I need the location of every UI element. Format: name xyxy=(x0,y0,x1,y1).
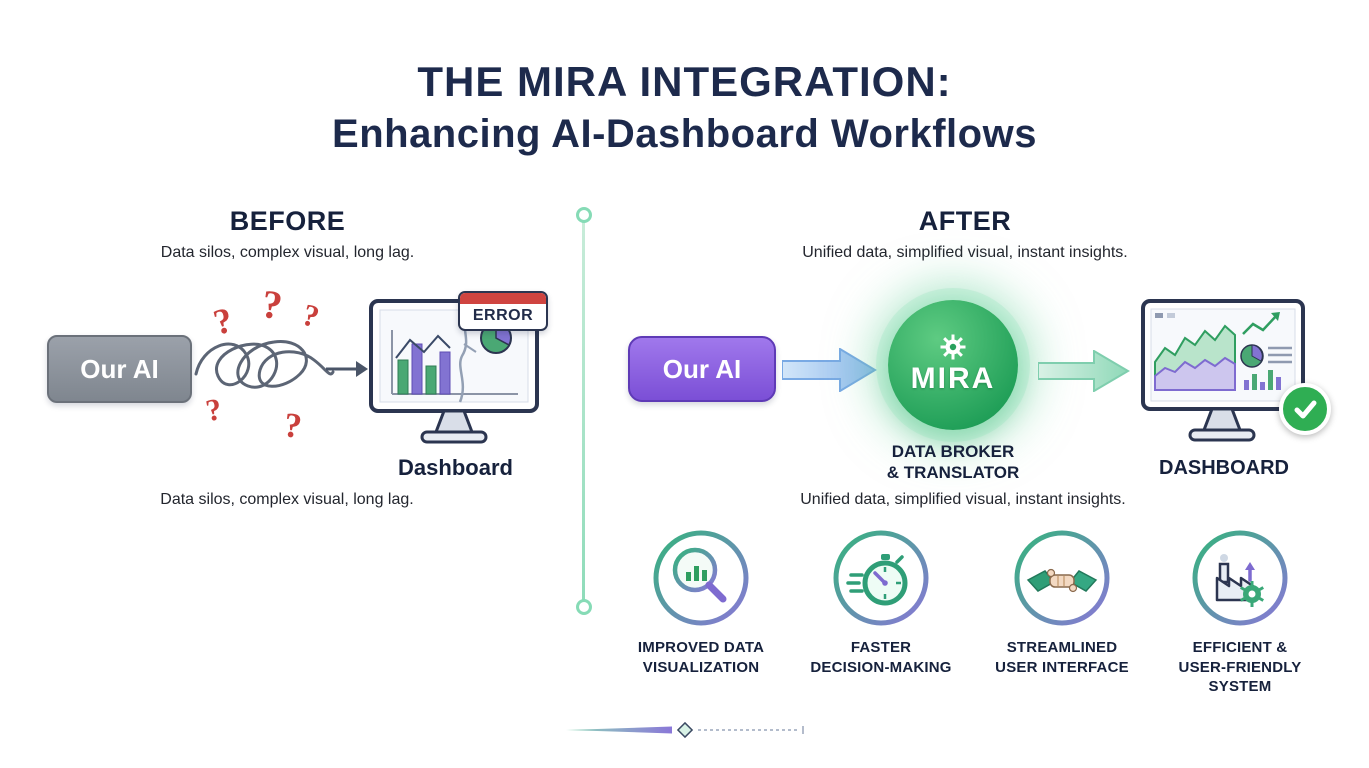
stopwatch-icon xyxy=(833,530,929,626)
dashboard-monitor xyxy=(1141,299,1305,442)
mira-node: MIRA xyxy=(888,300,1018,430)
divider-bottom-dot xyxy=(576,599,592,615)
mira-role-label: DATA BROKER & TRANSLATOR xyxy=(886,442,1020,483)
title-line1: THE MIRA INTEGRATION: xyxy=(417,58,952,105)
after-ai-label: Our AI xyxy=(662,353,742,384)
mira-label: MIRA xyxy=(910,362,996,395)
after-heading: AFTER xyxy=(918,206,1012,236)
tangled-connection-icon xyxy=(194,340,335,389)
before-heading: BEFORE xyxy=(229,206,346,236)
after-ai-box: Our AI xyxy=(628,336,776,402)
factory-gear-icon xyxy=(1192,530,1288,626)
before-ai-box: Our AI xyxy=(47,335,192,403)
error-banner-strip xyxy=(460,293,546,304)
after-subtitle: Unified data, simplified visual, instant… xyxy=(802,244,1128,261)
benefit-item: IMPROVED DATA VISUALIZATION xyxy=(611,528,791,677)
divider-top-dot xyxy=(576,207,592,223)
benefit-label: EFFICIENT & USER-FRIENDLY SYSTEM xyxy=(1178,639,1302,695)
handshake-icon xyxy=(1014,530,1110,626)
after-monitor-label: DASHBOARD xyxy=(1159,457,1289,479)
error-label: ERROR xyxy=(472,307,534,324)
magnifier-chart-icon xyxy=(653,530,749,626)
footer-divider xyxy=(566,721,804,739)
question-mark-icon: ? xyxy=(281,405,304,446)
column-divider xyxy=(582,218,585,602)
arrow-right-blue-icon xyxy=(782,348,877,392)
benefit-item: EFFICIENT & USER-FRIENDLY SYSTEM xyxy=(1150,528,1330,697)
arrow-right-green-icon xyxy=(1038,350,1130,392)
benefit-item: FASTER DECISION-MAKING xyxy=(791,528,971,677)
error-banner: ERROR xyxy=(458,291,548,331)
before-subtitle: Data silos, complex visual, long lag. xyxy=(160,244,415,261)
title-line2: Enhancing AI-Dashboard Workflows xyxy=(332,112,1037,156)
benefit-label: IMPROVED DATA VISUALIZATION xyxy=(637,639,765,676)
before-caption: Data silos, complex visual, long lag. xyxy=(160,491,414,508)
before-ai-label: Our AI xyxy=(80,353,159,384)
gear-icon xyxy=(940,334,966,360)
after-caption: Unified data, simplified visual, instant… xyxy=(800,491,1126,508)
page-title: THE MIRA INTEGRATION: Enhancing AI-Dashb… xyxy=(0,58,1369,157)
benefit-item: STREAMLINED USER INTERFACE xyxy=(972,528,1152,677)
before-monitor-label: Dashboard xyxy=(398,455,513,480)
success-check-icon xyxy=(1279,383,1331,435)
arrow-right-icon xyxy=(326,361,368,377)
benefit-label: FASTER DECISION-MAKING xyxy=(810,639,952,676)
benefit-label: STREAMLINED USER INTERFACE xyxy=(995,639,1129,676)
